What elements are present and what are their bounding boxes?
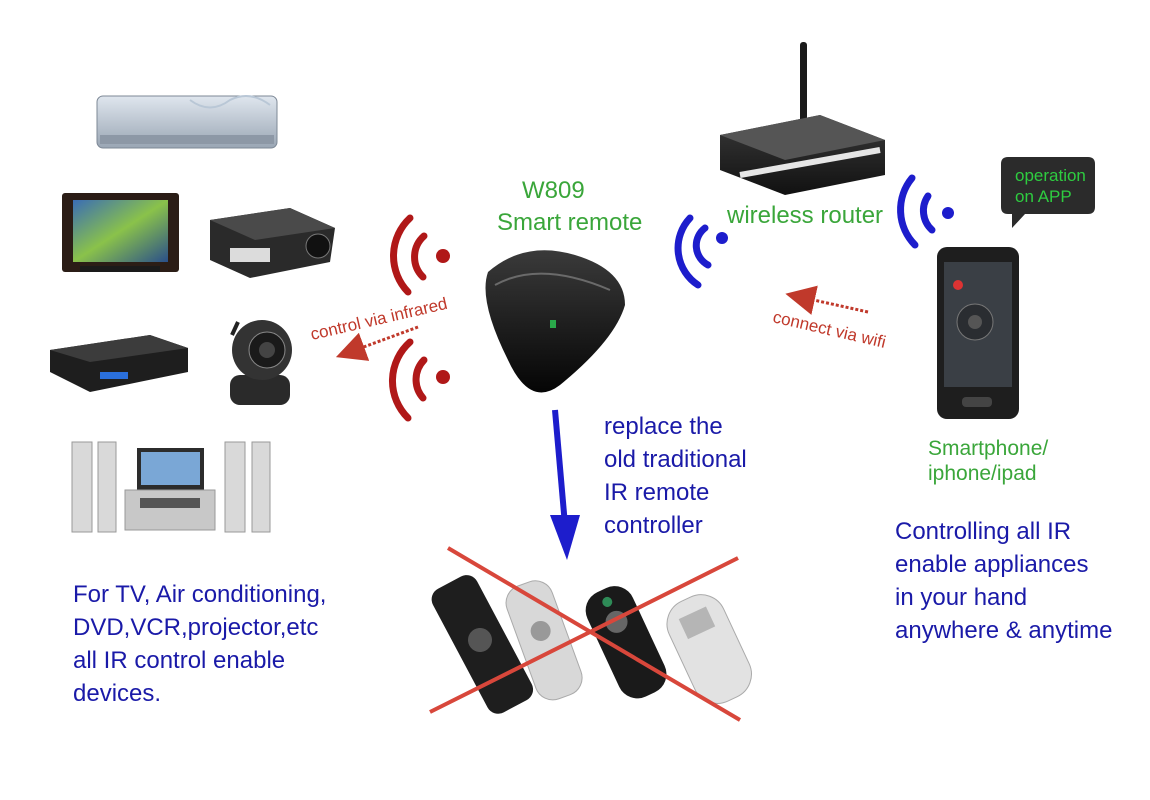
down-arrow bbox=[550, 409, 580, 560]
devices-text-line: DVD,VCR,projector,etc bbox=[73, 614, 319, 641]
control-text-line: in your hand bbox=[895, 584, 1028, 611]
infrared-label: control via infrared bbox=[309, 294, 450, 344]
control-text-line: enable appliances bbox=[895, 551, 1089, 578]
devices-text-line: all IR control enable bbox=[73, 647, 286, 674]
red-cross-icon bbox=[429, 546, 742, 722]
phone-label-line1: Smartphone/ bbox=[928, 437, 1049, 460]
devices-text-line: For TV, Air conditioning, bbox=[73, 581, 327, 608]
app-bubble-line2: on APP bbox=[1015, 187, 1072, 206]
infrared-signal-icon-bottom bbox=[388, 338, 450, 422]
projector-icon bbox=[210, 208, 335, 278]
devices-text-line: devices. bbox=[73, 680, 162, 707]
app-bubble-line1: operation bbox=[1015, 166, 1086, 185]
devices-text: For TV, Air conditioning, DVD,VCR,projec… bbox=[73, 578, 326, 710]
wifi-signal-icon-phone bbox=[897, 174, 954, 249]
router-label: wireless router bbox=[727, 202, 884, 229]
hub-name-label: Smart remote bbox=[497, 209, 643, 236]
infrared-signal-icon-top bbox=[390, 214, 450, 296]
wifi-arrow bbox=[785, 285, 869, 315]
replace-text-line: old traditional bbox=[604, 446, 747, 473]
ip-camera-icon bbox=[230, 320, 292, 405]
hub-model-label: W809 bbox=[522, 177, 585, 204]
app-speech-bubble bbox=[1001, 157, 1095, 228]
wifi-signal-icon-hub bbox=[674, 214, 728, 289]
infrared-arrow bbox=[335, 325, 419, 361]
replace-text-line: controller bbox=[604, 512, 703, 539]
air-conditioner-icon bbox=[96, 95, 278, 149]
replace-text: replace the old traditional IR remote co… bbox=[604, 410, 747, 542]
replace-text-line: IR remote bbox=[604, 479, 710, 506]
old-remotes-icon bbox=[431, 575, 752, 714]
dvd-player-icon bbox=[50, 335, 188, 392]
phone-label-line2: iphone/ipad bbox=[928, 462, 1037, 485]
control-text-line: Controlling all IR bbox=[895, 518, 1072, 545]
wifi-label: connect via wifi bbox=[771, 307, 888, 351]
router-icon bbox=[720, 42, 885, 195]
home-theater-icon bbox=[71, 441, 271, 533]
tv-icon bbox=[62, 193, 179, 272]
control-text: Controlling all IR enable appliances in … bbox=[895, 515, 1112, 647]
smartphone-icon bbox=[937, 247, 1019, 419]
replace-text-line: replace the bbox=[604, 413, 723, 440]
smart-remote-hub-icon bbox=[485, 250, 625, 393]
control-text-line: anywhere & anytime bbox=[895, 617, 1113, 644]
